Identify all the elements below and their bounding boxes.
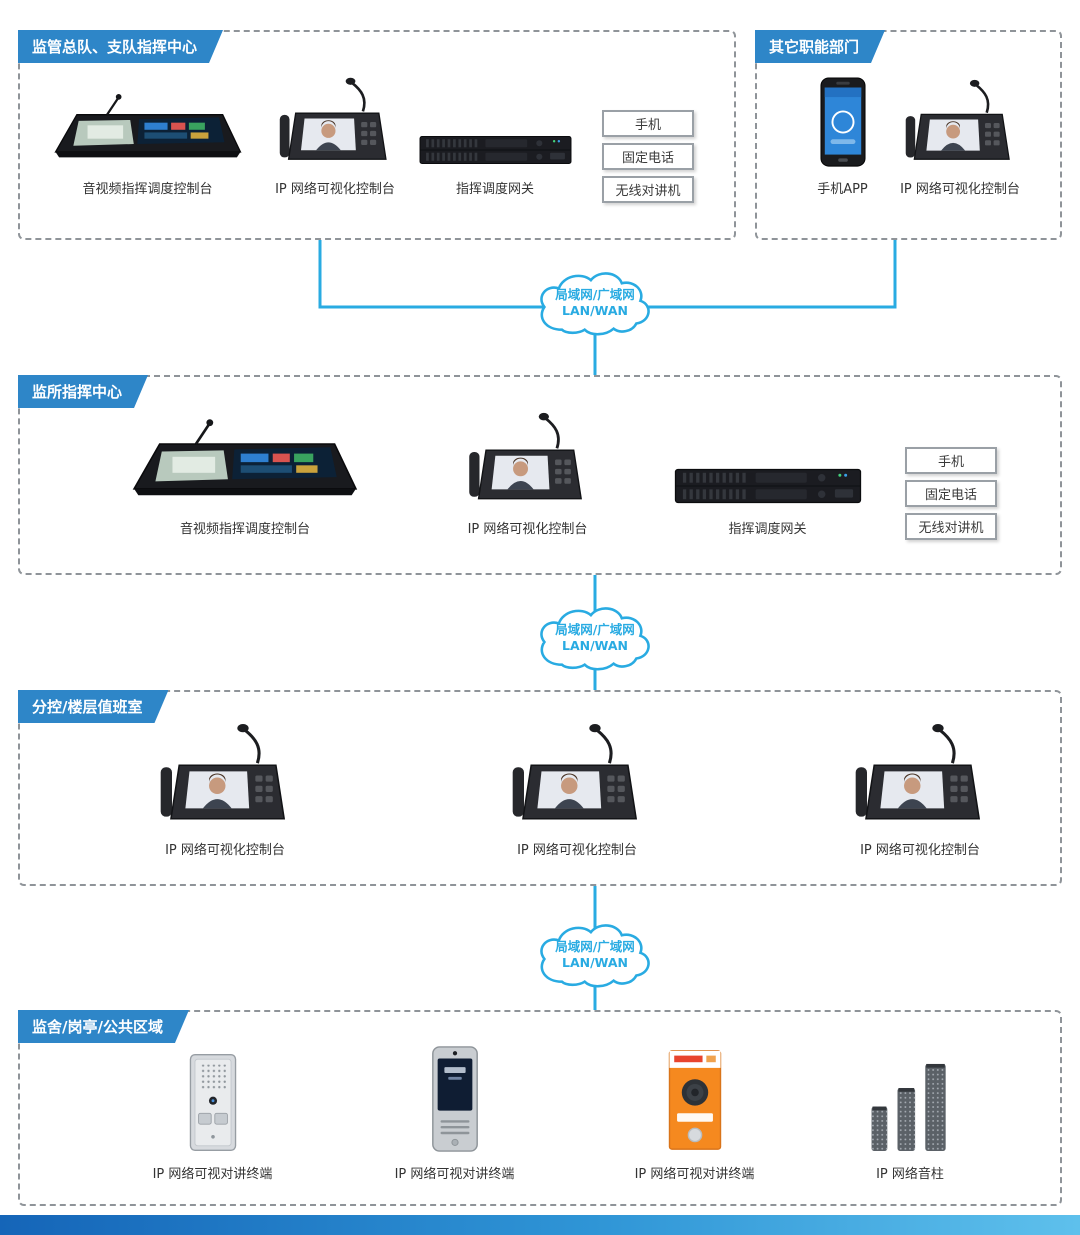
- device-label: 音视频指挥调度控制台: [179, 522, 310, 537]
- device-ip-video-console: IP 网络可视化控制台: [130, 724, 320, 858]
- section-title-prison: 监所指挥中心: [18, 375, 148, 408]
- ip-video-console-icon: [853, 722, 988, 829]
- ip-video-console-icon: [278, 76, 393, 168]
- cloud-label-cn: 局域网/广域网: [555, 939, 635, 954]
- device-label: 手机APP: [817, 182, 868, 197]
- cloud-label-en: LAN/WAN: [561, 303, 629, 319]
- ip-video-console-icon: [510, 722, 645, 829]
- cloud-label: 局域网/广域网 LAN/WAN: [531, 939, 659, 972]
- device-ip-speaker-column: IP 网络音柱: [825, 1044, 995, 1182]
- dispatch-gateway-icon: [418, 132, 573, 168]
- cloud-label-en: LAN/WAN: [561, 638, 629, 654]
- speaker-column-icon: [866, 1049, 954, 1153]
- device-dispatch-gateway: 指挥调度网关: [410, 87, 580, 197]
- section-supervision-hq: 监管总队、支队指挥中心 音视频指挥调度控制台 IP 网络可视化控制台 指挥调度网…: [18, 30, 736, 240]
- endpoint-landline: 固定电话: [905, 480, 997, 507]
- device-label: 音视频指挥调度控制台: [82, 182, 213, 197]
- device-label: IP 网络可视化控制台: [860, 843, 980, 858]
- endpoint-walkie-talkie: 无线对讲机: [905, 513, 997, 540]
- cloud-lan-wan-2: 局域网/广域网 LAN/WAN: [531, 604, 659, 680]
- cloud-lan-wan-3: 局域网/广域网 LAN/WAN: [531, 921, 659, 997]
- section-title-other: 其它职能部门: [755, 30, 885, 63]
- device-label: 指挥调度网关: [728, 522, 807, 537]
- mobile-app-icon: [817, 76, 869, 168]
- endpoint-mobile: 手机: [905, 447, 997, 474]
- cloud-label-cn: 局域网/广域网: [555, 622, 635, 637]
- endpoint-mobile: 手机: [602, 110, 694, 137]
- device-ip-video-console: IP 网络可视化控制台: [825, 724, 1015, 858]
- device-dispatch-gateway: 指挥调度网关: [660, 417, 875, 537]
- section-title-floor: 分控/楼层值班室: [18, 690, 168, 723]
- endpoint-stack-supervision: 手机 固定电话 无线对讲机: [602, 110, 694, 203]
- ip-video-console-icon: [904, 78, 1016, 168]
- device-ip-intercom-terminal: IP 网络可视对讲终端: [130, 1044, 295, 1182]
- dispatch-console-icon: [125, 412, 365, 508]
- endpoint-stack-prison: 手机 固定电话 无线对讲机: [905, 447, 997, 540]
- device-label: IP 网络可视化控制台: [900, 182, 1020, 197]
- device-label: IP 网络可视对讲终端: [634, 1167, 755, 1182]
- ip-video-console-icon: [467, 411, 589, 508]
- cloud-label: 局域网/广域网 LAN/WAN: [531, 287, 659, 320]
- device-ip-video-console: IP 网络可视化控制台: [482, 724, 672, 858]
- device-ip-video-console: IP 网络可视化控制台: [440, 413, 615, 537]
- emergency-intercom-icon: [661, 1047, 729, 1153]
- endpoint-walkie-talkie: 无线对讲机: [602, 176, 694, 203]
- device-label: IP 网络可视化控制台: [275, 182, 395, 197]
- device-ip-video-console: IP 网络可视化控制台: [265, 80, 405, 197]
- device-av-dispatch-console: 音视频指挥调度控制台: [115, 417, 375, 537]
- cloud-label: 局域网/广域网 LAN/WAN: [531, 622, 659, 655]
- device-label: IP 网络可视对讲终端: [394, 1167, 515, 1182]
- section-public-area: 监舍/岗亭/公共区域 IP 网络可视对讲终端 IP 网络可视对讲终端 IP 网络…: [18, 1010, 1062, 1206]
- dispatch-gateway-icon: [673, 464, 863, 508]
- device-label: IP 网络可视化控制台: [467, 522, 588, 537]
- device-label: IP 网络音柱: [876, 1167, 944, 1182]
- device-label: IP 网络可视化控制台: [517, 843, 637, 858]
- device-label: IP 网络可视对讲终端: [152, 1167, 273, 1182]
- section-floor-duty: 分控/楼层值班室 IP 网络可视化控制台 IP 网络可视化控制台 IP 网络可视…: [18, 690, 1062, 886]
- device-av-dispatch-console: 音视频指挥调度控制台: [40, 87, 255, 197]
- dispatch-console-icon: [48, 88, 248, 168]
- footer-gradient-bar: [0, 1215, 1080, 1235]
- section-title-area: 监舍/岗亭/公共区域: [18, 1010, 189, 1043]
- cloud-label-cn: 局域网/广域网: [555, 287, 635, 302]
- endpoint-landline: 固定电话: [602, 143, 694, 170]
- device-ip-intercom-terminal: IP 网络可视对讲终端: [372, 1044, 537, 1182]
- ip-video-console-icon: [158, 722, 293, 829]
- section-other-departments: 其它职能部门 手机APP IP 网络可视化控制台: [755, 30, 1062, 240]
- device-mobile-app: 手机APP: [795, 80, 890, 197]
- cloud-label-en: LAN/WAN: [561, 955, 629, 971]
- device-ip-intercom-terminal: IP 网络可视对讲终端: [612, 1044, 777, 1182]
- cloud-lan-wan-1: 局域网/广域网 LAN/WAN: [531, 269, 659, 345]
- device-label: 指挥调度网关: [455, 182, 534, 197]
- section-prison-command: 监所指挥中心 音视频指挥调度控制台 IP 网络可视化控制台 指挥调度网关 手机 …: [18, 375, 1062, 575]
- section-title-supervision: 监管总队、支队指挥中心: [18, 30, 223, 63]
- door-phone-icon: [427, 1045, 483, 1153]
- device-label: IP 网络可视化控制台: [165, 843, 285, 858]
- device-ip-video-console: IP 网络可视化控制台: [885, 80, 1035, 197]
- wall-intercom-icon: [184, 1052, 242, 1153]
